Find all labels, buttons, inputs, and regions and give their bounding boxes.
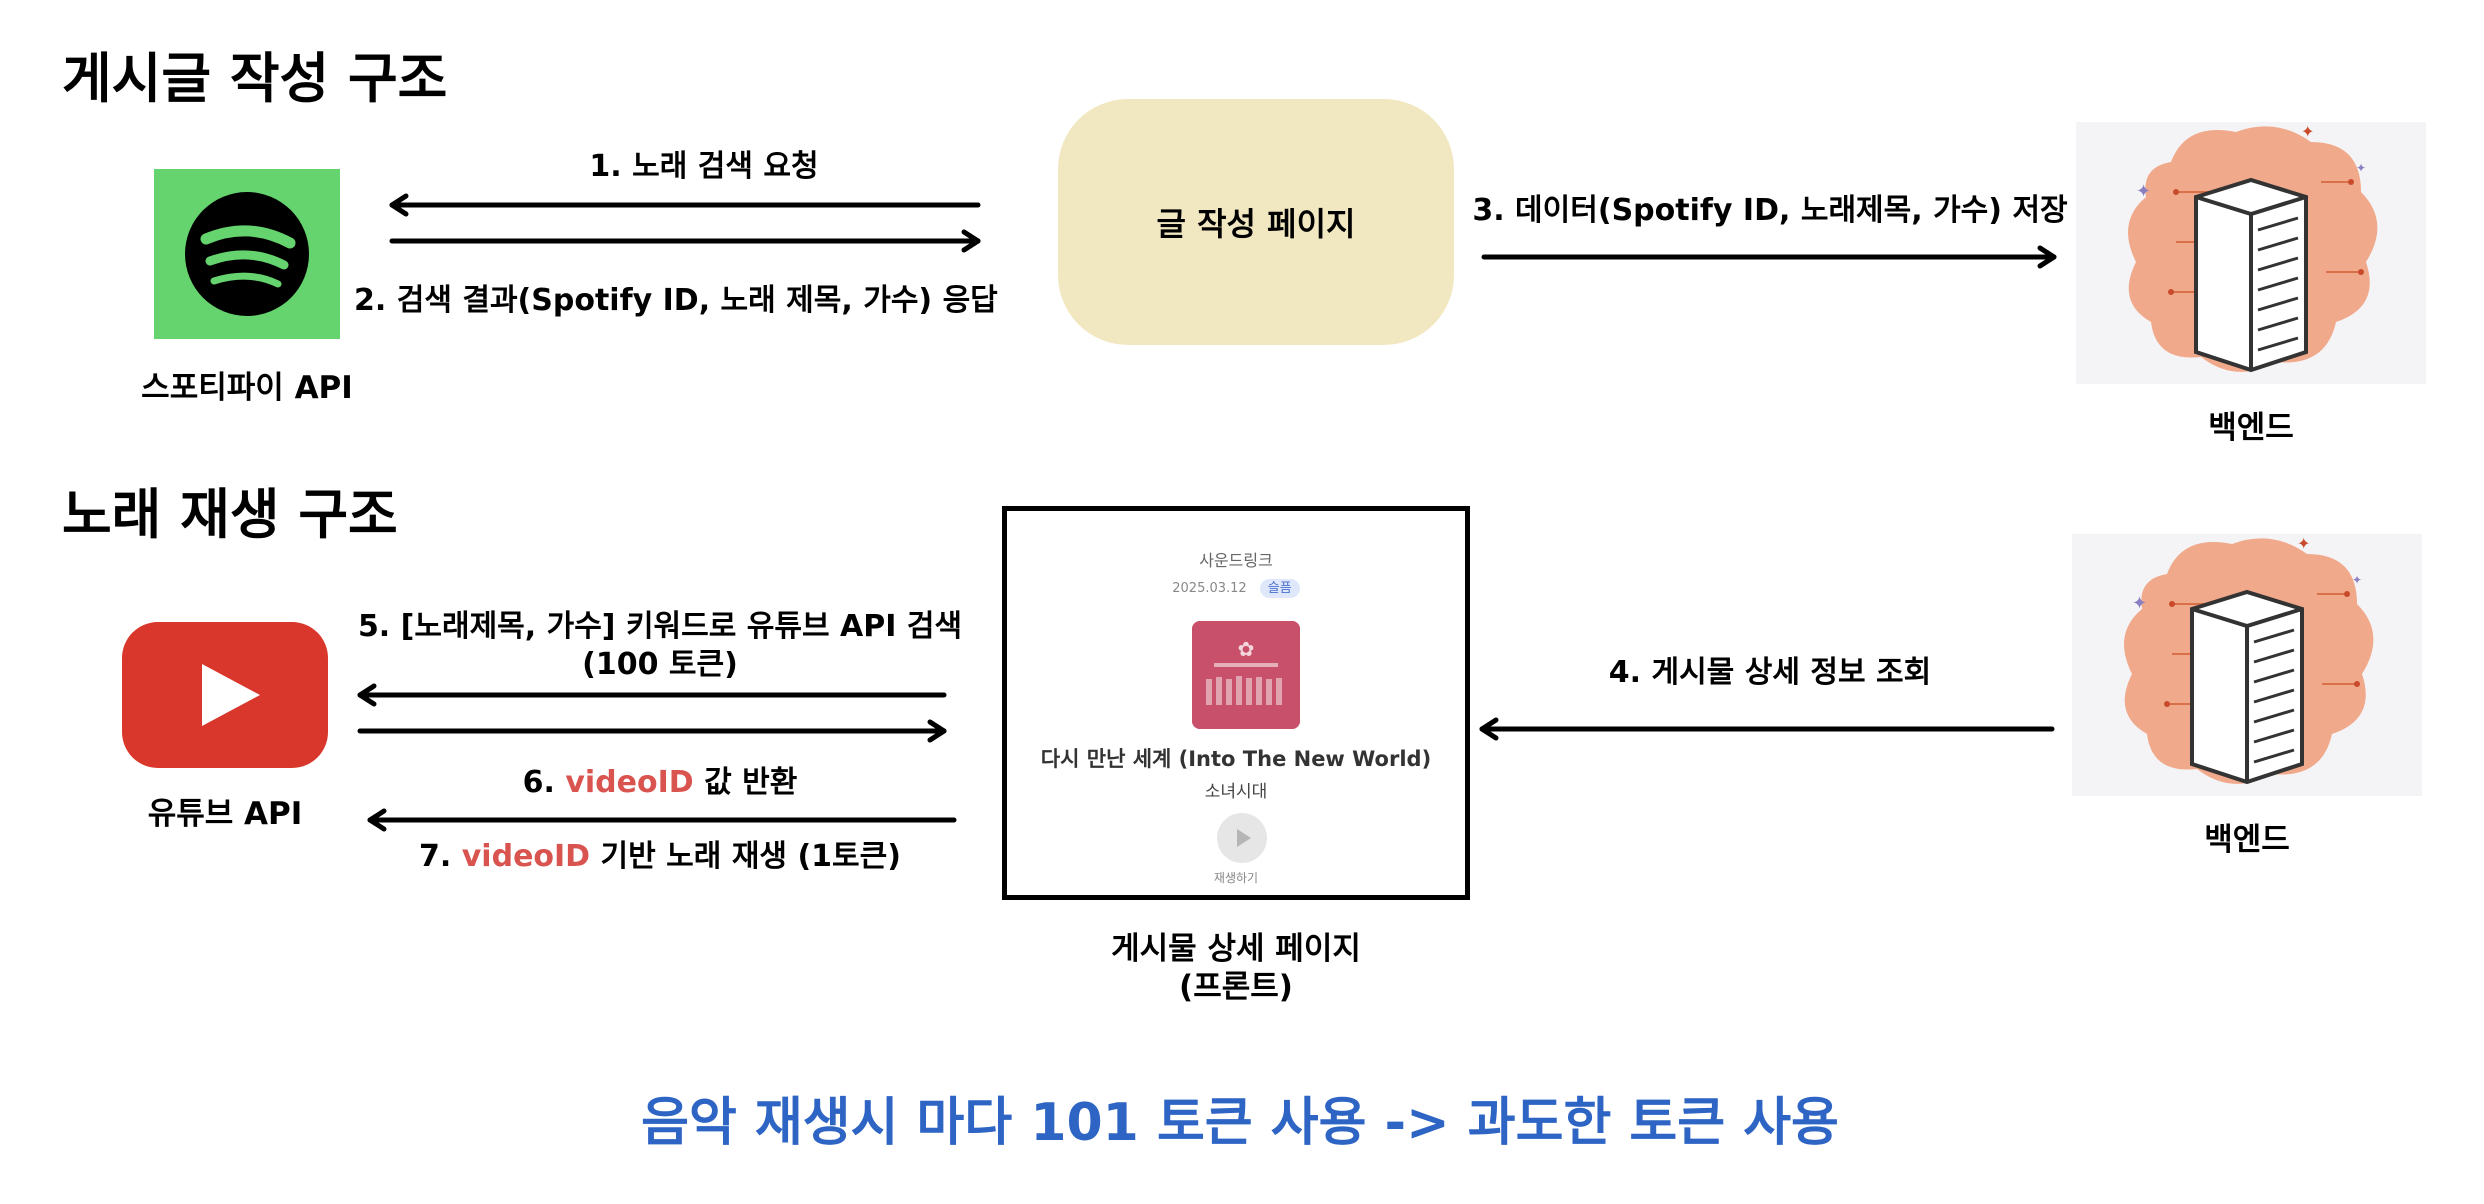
youtube-api-label: 유튜브 API — [147, 796, 303, 832]
svg-text:✿: ✿ — [1238, 637, 1255, 661]
card-artist: 소녀시대 — [1204, 782, 1268, 802]
card-song-title: 다시 만난 세계 (Into The New World) — [1040, 747, 1432, 771]
write-section-title: 게시글 작성 구조 — [62, 47, 448, 110]
play-button[interactable] — [1217, 813, 1267, 863]
edge-label-1: 1. 노래 검색 요청 — [589, 149, 819, 184]
svg-text:✦: ✦ — [2297, 534, 2310, 553]
edge-label-6-highlight: videoID — [565, 765, 694, 800]
bottom-note: 음악 재생시 마다 101 토큰 사용 -> 과도한 토큰 사용 — [641, 1093, 1839, 1153]
card-meta-row: 2025.03.12 슬픔 — [1007, 577, 1465, 598]
svg-text:✦: ✦ — [2352, 573, 2362, 587]
backend-label-2: 백엔드 — [2204, 822, 2290, 858]
edge-label-6-prefix: 6. — [522, 765, 566, 800]
server-icon: ✦ ✦ ✦ — [2076, 122, 2426, 384]
spotify-logo-icon — [154, 169, 340, 339]
edge-label-4: 4. 게시물 상세 정보 조회 — [1608, 655, 1932, 690]
backend-label-1: 백엔드 — [2208, 410, 2294, 446]
play-icon — [1237, 829, 1251, 847]
edge-label-5: 5. [노래제목, 가수] 키워드로 유튜브 API 검색 (100 토큰) — [350, 608, 970, 684]
card-date: 2025.03.12 — [1172, 581, 1247, 596]
play-label: 재생하기 — [1213, 871, 1259, 885]
edge-label-7-prefix: 7. — [419, 839, 462, 874]
edge-label-2: 2. 검색 결과(Spotify ID, 노래 제목, 가수) 응답 — [354, 283, 998, 318]
write-page-label: 글 작성 페이지 — [1156, 205, 1356, 243]
edge-label-6: 6. videoID 값 반환 — [450, 764, 870, 802]
mood-badge: 슬픔 — [1259, 579, 1300, 598]
svg-text:✦: ✦ — [2356, 161, 2366, 175]
album-cover: ✿ — [1192, 621, 1300, 729]
edge-label-7: 7. videoID 기반 노래 재생 (1토큰) — [390, 838, 930, 876]
edge-label-6-suffix: 값 반환 — [693, 765, 798, 800]
detail-page-label-line1: 게시물 상세 페이지 — [1111, 931, 1361, 967]
edge-label-7-highlight: videoID — [461, 839, 591, 874]
edge-label-3: 3. 데이터(Spotify ID, 노래제목, 가수) 저장 — [1472, 193, 2068, 228]
detail-page-card: 사운드링크 2025.03.12 슬픔 ✿ 다시 만난 세계 (Into The… — [1002, 506, 1470, 900]
edge-label-7-suffix: 기반 노래 재생 (1토큰) — [590, 839, 901, 874]
svg-text:✦: ✦ — [2301, 122, 2314, 141]
edge-label-5-line2: (100 토큰) — [582, 647, 738, 682]
detail-page-label-line2: (프론트) — [1179, 969, 1293, 1005]
svg-text:✦: ✦ — [2132, 593, 2147, 614]
card-category: 사운드링크 — [1199, 551, 1273, 570]
write-page-node: 글 작성 페이지 — [1058, 99, 1454, 345]
spotify-api-label: 스포티파이 API — [141, 370, 353, 406]
edge-label-5-line1: 5. [노래제목, 가수] 키워드로 유튜브 API 검색 — [357, 609, 963, 644]
detail-page-label: 게시물 상세 페이지 (프론트) — [1086, 930, 1386, 1006]
svg-text:✦: ✦ — [2136, 181, 2151, 202]
play-section-title: 노래 재생 구조 — [62, 483, 398, 546]
server-icon: ✦ ✦ ✦ — [2072, 534, 2422, 796]
youtube-logo-icon — [120, 620, 330, 770]
